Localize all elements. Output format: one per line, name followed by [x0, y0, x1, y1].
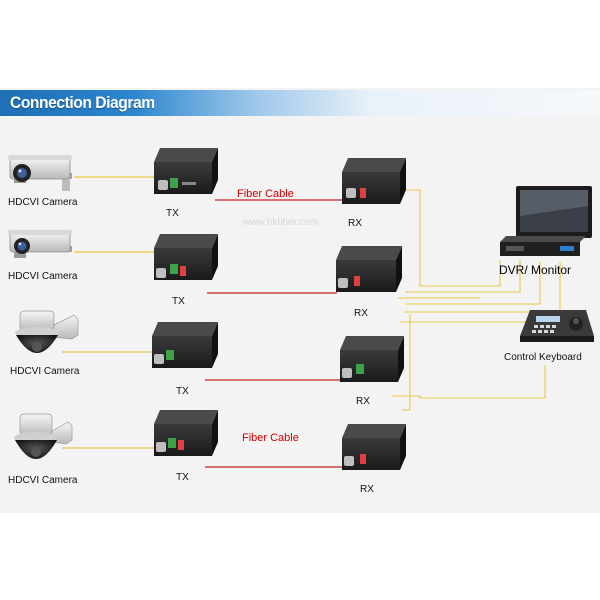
camera-label: HDCVI Camera: [8, 197, 78, 208]
rx-unit-icon: [342, 424, 406, 470]
control-keyboard-label: Control Keyboard: [504, 352, 582, 363]
video-lines: [62, 176, 160, 449]
tx-label: TX: [172, 296, 185, 307]
rx-label: RX: [356, 396, 370, 407]
output-line: [405, 260, 521, 293]
rx-label: RX: [360, 484, 374, 495]
fiber-cable-label: Fiber Cable: [237, 188, 294, 200]
camera-label: HDCVI Camera: [8, 475, 78, 486]
dvr-icon: [500, 236, 586, 256]
tx-unit-icon: [154, 148, 218, 194]
rx-unit-icon: [340, 336, 404, 382]
fiber-lines: [205, 199, 345, 468]
keyboard-icon: [520, 310, 594, 342]
dome-camera-icon: [14, 413, 73, 459]
tx-unit-icon: [154, 234, 218, 280]
diagram-title: Connection Diagram: [10, 93, 155, 112]
output-line: [380, 189, 501, 287]
diagram-panel: [0, 88, 600, 513]
rx-label: RX: [348, 218, 362, 229]
rx-label: RX: [354, 308, 368, 319]
rx-unit-icon: [336, 246, 402, 292]
tx-unit-icon: [154, 410, 218, 456]
camera-label: HDCVI Camera: [10, 366, 80, 377]
box-camera-icon: [8, 230, 72, 258]
box-camera-icon: [8, 155, 72, 191]
monitor-icon: [516, 186, 592, 244]
dome-camera-icon: [15, 310, 79, 353]
dvr-monitor-label: DVR/ Monitor: [499, 263, 572, 277]
fiber-cable-label: Fiber Cable: [242, 432, 299, 444]
header-bar: [0, 90, 600, 116]
tx-label: TX: [176, 386, 189, 397]
rx-unit-icon: [342, 158, 406, 204]
watermark: www.hkfiber.com: [243, 217, 319, 228]
output-line: [402, 314, 411, 411]
tx-label: TX: [166, 208, 179, 219]
output-line: [392, 365, 546, 399]
output-line: [406, 262, 541, 305]
tx-unit-icon: [152, 322, 218, 368]
output-lines: [380, 189, 561, 411]
camera-label: HDCVI Camera: [8, 271, 78, 282]
tx-label: TX: [176, 472, 189, 483]
